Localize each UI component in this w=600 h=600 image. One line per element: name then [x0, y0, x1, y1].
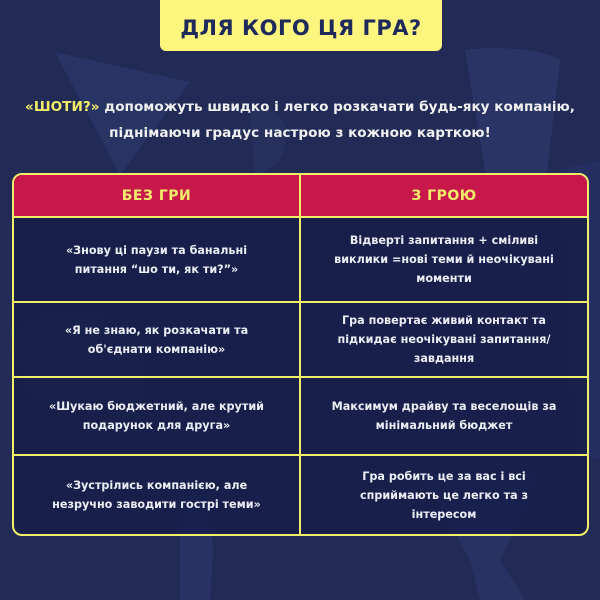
intro-text: допоможуть швидко і легко розкачати будь… [99, 99, 575, 141]
table-cell-without: «Знову ці паузи та банальні питання “шо … [14, 218, 301, 303]
cell-text: «Шукаю бюджетний, але крутий подарунок д… [48, 400, 264, 432]
header-with-game: З ГРОЮ [301, 175, 587, 218]
comparison-table: БЕЗ ГРИ З ГРОЮ «Знову ці паузи та баналь… [12, 173, 589, 536]
table-cell-with: Максимум драйву та веселощів за мінімаль… [301, 378, 587, 456]
intro-paragraph: «ШОТИ?» допоможуть швидко і легко розкач… [20, 94, 580, 146]
cell-text: Максимум драйву та веселощів за мінімаль… [331, 400, 557, 432]
brand-name: «ШОТИ?» [25, 99, 100, 115]
cell-text: Гра повертає живий контакт та підкидає н… [337, 314, 551, 365]
cell-text: Відверті запитання + сміливі виклики =но… [334, 234, 554, 285]
table-cell-with: Гра робить це за вас і всі сприймають це… [301, 456, 587, 534]
cell-text: «Я не знаю, як розкачати та об'єднати ко… [64, 323, 249, 356]
page-title: ДЛЯ КОГО ЦЯ ГРА? [180, 16, 422, 40]
table-cell-without: «Зустрілись компанією, але незручно заво… [14, 456, 301, 534]
cell-text: «Знову ці паузи та банальні питання “шо … [65, 243, 248, 276]
table-cell-without: «Шукаю бюджетний, але крутий подарунок д… [14, 378, 301, 456]
cell-text: «Зустрілись компанією, але незручно заво… [52, 479, 261, 511]
title-banner: ДЛЯ КОГО ЦЯ ГРА? [160, 0, 442, 51]
header-without-game: БЕЗ ГРИ [14, 175, 301, 218]
table-cell-with: Відверті запитання + сміливі виклики =но… [301, 218, 587, 303]
table-cell-with: Гра повертає живий контакт та підкидає н… [301, 303, 587, 378]
table-cell-without: «Я не знаю, як розкачати та об'єднати ко… [14, 303, 301, 378]
cell-text: Гра робить це за вас і всі сприймають це… [359, 469, 529, 521]
